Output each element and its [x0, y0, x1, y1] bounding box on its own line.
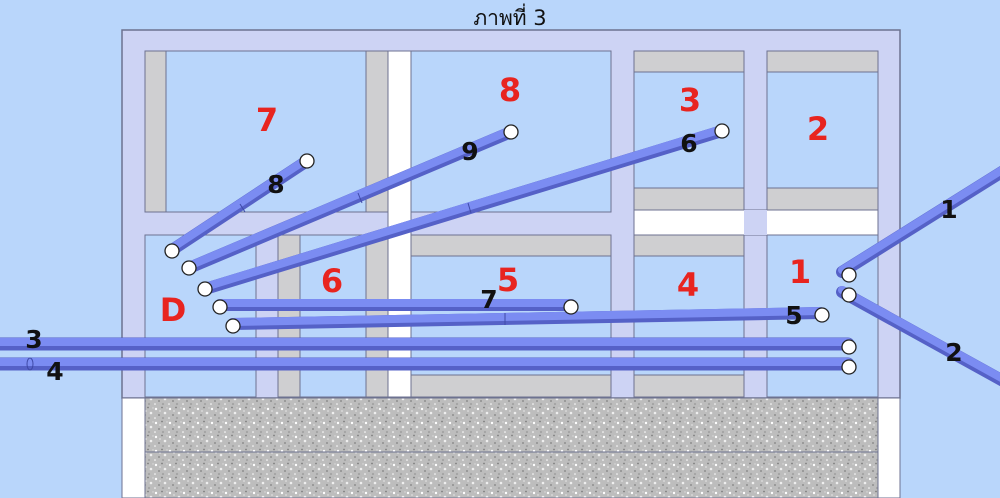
pipe-end-8-right: [299, 153, 315, 169]
room-label-8: 8: [499, 71, 521, 109]
pipe-end-8-left: [164, 243, 180, 259]
figure-title: ภาพที่ 3: [473, 3, 546, 30]
pipe-end-4: [841, 359, 857, 375]
pipe-label-1: 1: [940, 195, 957, 224]
pipe-end-1: [841, 267, 857, 283]
pipe-label-3: 3: [25, 325, 42, 354]
joint-mark: [357, 192, 363, 204]
pipe-end-7-right: [563, 299, 579, 315]
room-label-d: D: [160, 291, 187, 329]
pipe-joints: [26, 192, 506, 371]
foundation-left-wall: [121, 397, 146, 498]
beam-room-2-top: [766, 50, 879, 73]
pipe-end-5-right: [814, 307, 830, 323]
pipe-label-7: 7: [480, 285, 497, 314]
pipe-end-6-right: [714, 123, 730, 139]
pipe-label-5: 5: [785, 301, 802, 330]
joint-mark: [467, 202, 472, 214]
room-label-6: 6: [321, 262, 343, 300]
room-label-1: 1: [789, 253, 811, 291]
pipe-end-2: [841, 287, 857, 303]
slab-cover-right: [744, 210, 767, 235]
pipe-1-line-hl: [838, 166, 1000, 274]
pipe-ends: [164, 123, 857, 375]
column-room-6: [277, 234, 301, 398]
joint-mark: [239, 203, 246, 213]
beam-room-2-bottom: [766, 187, 879, 211]
room-label-3: 3: [679, 81, 701, 119]
room-2-interior: [766, 50, 879, 211]
pipe-3-end-cap: [26, 357, 34, 371]
column-left: [144, 50, 167, 213]
pipe-label-8: 8: [267, 170, 284, 199]
pipe-label-2: 2: [945, 338, 962, 367]
room-label-2: 2: [807, 110, 829, 148]
foundation-gravel-upper: [144, 397, 879, 453]
pipe-6-line-hl: [201, 125, 726, 291]
pipe-end-9-right: [503, 124, 519, 140]
pipe-2-line-hl: [838, 286, 1000, 382]
pipe-label-6: 6: [680, 129, 697, 158]
pipe-end-3: [841, 339, 857, 355]
pipe-label-4: 4: [46, 357, 63, 386]
foundation-right-wall: [877, 397, 901, 498]
pipe-end-6-left: [197, 281, 213, 297]
pipe-end-9-left: [181, 260, 197, 276]
beam-room-4-bottom: [633, 374, 745, 398]
pipe-end-7-left: [212, 299, 228, 315]
pipe-end-5-left: [225, 318, 241, 334]
beam-room-5-top: [410, 234, 612, 257]
pipe-8-line-hl: [168, 155, 311, 252]
room-label-5: 5: [497, 261, 519, 299]
room-label-7: 7: [256, 101, 278, 139]
room-label-4: 4: [677, 266, 699, 304]
beam-room-3-top: [633, 50, 745, 73]
beam-room-4-top: [633, 234, 745, 257]
pipe-label-9: 9: [461, 137, 478, 166]
pipe-9-line-hl: [185, 126, 515, 270]
beam-room-3-bottom: [633, 187, 745, 211]
pipe-5-line-hl: [229, 307, 824, 326]
foundation-gravel-lower: [144, 451, 879, 498]
pipes: [0, 125, 1000, 387]
beam-room-5-bottom: [410, 374, 612, 398]
